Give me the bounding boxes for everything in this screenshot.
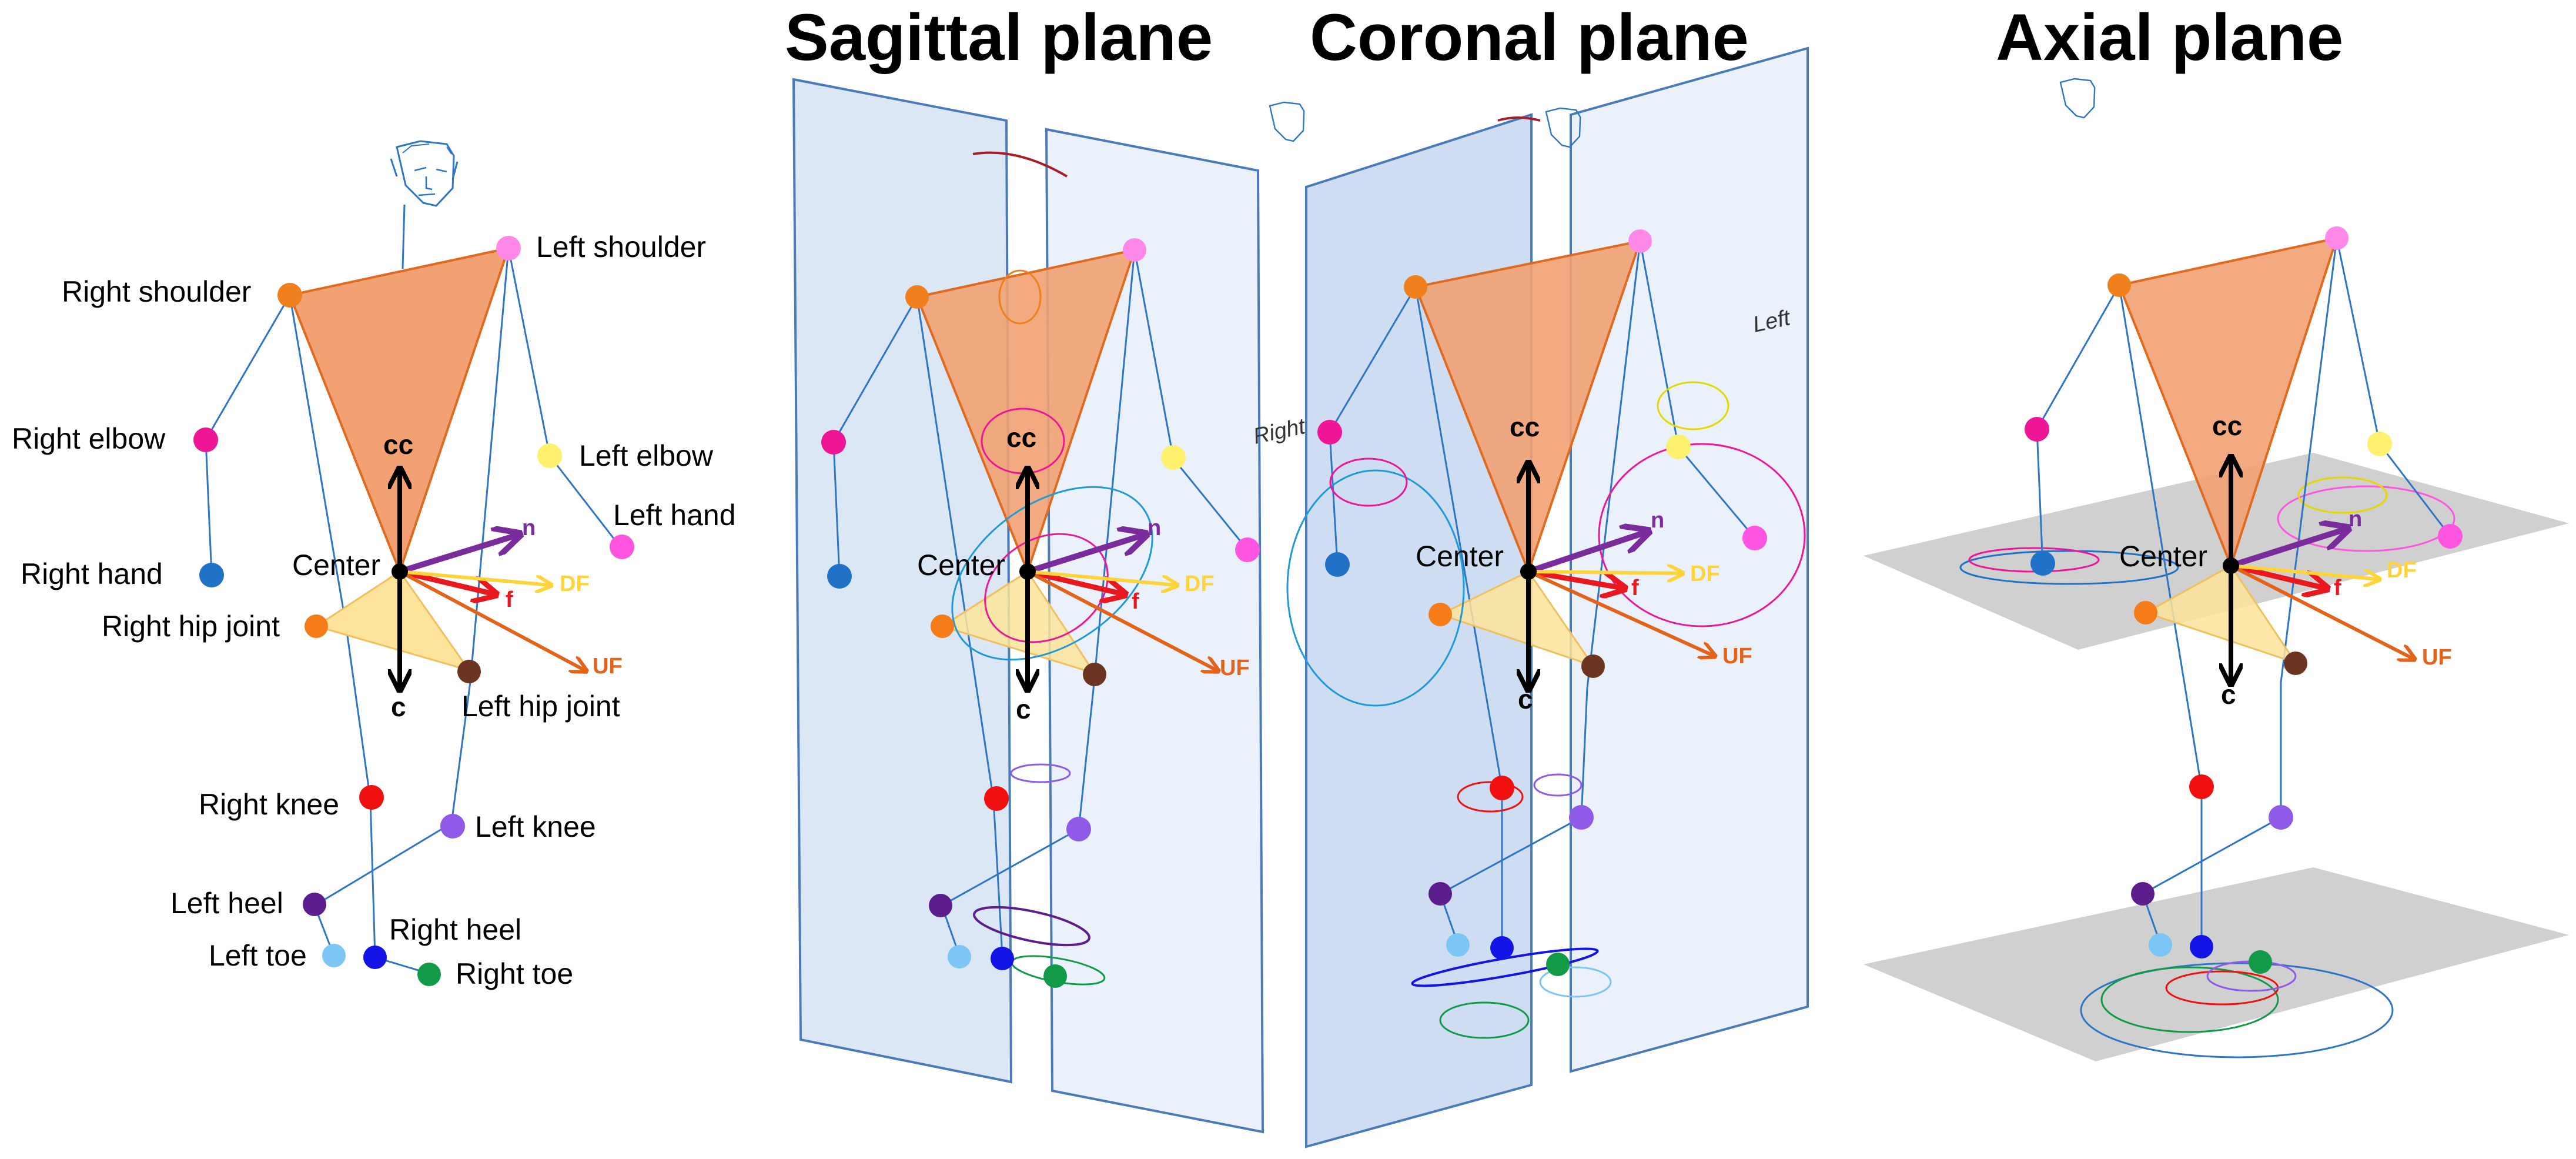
left-knee-joint xyxy=(440,814,465,839)
n-arrow xyxy=(399,535,517,575)
right-toe-joint xyxy=(417,963,441,986)
sagittal-label-cc: cc xyxy=(1006,422,1036,453)
left-hip-joint xyxy=(457,660,481,683)
axial-label-df: DF xyxy=(2387,558,2417,583)
label-uf: UF xyxy=(593,654,623,679)
coronal-label-cc: cc xyxy=(1510,412,1540,442)
axial-label-uf: UF xyxy=(2422,645,2452,670)
head-icon-sagittal xyxy=(1269,101,1305,142)
label-left-shoulder: Left shoulder xyxy=(536,231,706,263)
sagittal-label-uf: UF xyxy=(1220,656,1250,680)
label-df: DF xyxy=(560,572,590,596)
center-joint xyxy=(392,563,408,580)
axial-label-c: c xyxy=(2221,679,2236,710)
coronal-plane-back xyxy=(1570,46,1809,1073)
label-left-knee: Left knee xyxy=(475,810,596,843)
head-icon-axial xyxy=(2059,78,2096,119)
coronal-label-uf: UF xyxy=(1722,644,1752,669)
label-right-hand: Right hand xyxy=(21,557,163,590)
head-icon xyxy=(390,140,459,207)
coronal-label-df: DF xyxy=(1690,562,1720,586)
right-elbow-joint xyxy=(193,427,218,452)
right-hand-joint xyxy=(199,563,224,587)
label-f: f xyxy=(506,587,513,612)
left-shoulder-joint xyxy=(496,236,521,260)
right-heel-joint xyxy=(363,946,387,969)
left-toe-joint xyxy=(322,944,346,967)
label-left-elbow: Left elbow xyxy=(579,439,714,472)
label-c: c xyxy=(391,692,406,722)
left-hand-joint xyxy=(610,535,634,559)
coronal-panel: Right Left Center cc c n f DF UF xyxy=(1251,46,1809,1148)
right-knee-joint xyxy=(359,785,384,810)
coronal-label-f: f xyxy=(1631,576,1639,600)
head-icon-coronal xyxy=(1545,107,1581,148)
sagittal-plane-title: Sagittal plane xyxy=(785,1,1213,74)
label-left-hand: Left hand xyxy=(613,499,736,532)
sagittal-label-n: n xyxy=(1148,516,1161,540)
sagittal-label-df: DF xyxy=(1185,572,1215,596)
sagittal-label-center: Center xyxy=(917,549,1005,582)
axial-plane-title: Axial plane xyxy=(1996,1,2343,74)
label-right-shoulder: Right shoulder xyxy=(62,275,251,308)
label-left-heel: Left heel xyxy=(170,887,283,920)
label-right-toe: Right toe xyxy=(456,957,573,990)
axial-plane-upper xyxy=(1864,453,2569,650)
label-right-elbow: Right elbow xyxy=(12,422,166,455)
right-shoulder-joint xyxy=(277,283,302,308)
left-heel-joint xyxy=(303,893,326,916)
axial-label-cc: cc xyxy=(2212,410,2242,441)
label-cc: cc xyxy=(383,429,413,460)
f-arrow xyxy=(399,569,494,594)
axial-panel: Center cc c n f DF UF xyxy=(1864,78,2569,1061)
sagittal-plane-front xyxy=(1045,128,1264,1134)
skeleton-panel-labeled: Right shoulder Left shoulder Right elbow… xyxy=(12,140,736,990)
uf-arrow xyxy=(399,570,585,670)
coronal-label-c: c xyxy=(1518,684,1533,714)
sagittal-label-c: c xyxy=(1016,694,1031,724)
coronal-label-center: Center xyxy=(1416,540,1504,573)
torso-triangle xyxy=(288,246,511,575)
label-left-hip-joint: Left hip joint xyxy=(461,690,620,723)
label-right-hip-joint: Right hip joint xyxy=(102,610,280,643)
axial-label-center: Center xyxy=(2119,540,2207,573)
label-center: Center xyxy=(292,549,380,582)
label-right-heel: Right heel xyxy=(389,913,521,946)
axial-label-n: n xyxy=(2348,507,2362,532)
axial-label-f: f xyxy=(2334,576,2341,600)
label-left-toe: Left toe xyxy=(209,939,307,972)
left-elbow-joint xyxy=(537,443,562,468)
right-hip-joint xyxy=(305,614,328,638)
label-right-knee: Right knee xyxy=(199,788,339,821)
sagittal-panel: Center cc c n f DF UF xyxy=(792,78,1305,1134)
sagittal-label-f: f xyxy=(1132,589,1139,614)
label-n: n xyxy=(522,516,536,540)
coronal-plane-title: Coronal plane xyxy=(1310,1,1749,74)
pelvis-triangle xyxy=(314,570,471,672)
df-arrow xyxy=(399,570,550,585)
coronal-label-n: n xyxy=(1651,508,1664,533)
